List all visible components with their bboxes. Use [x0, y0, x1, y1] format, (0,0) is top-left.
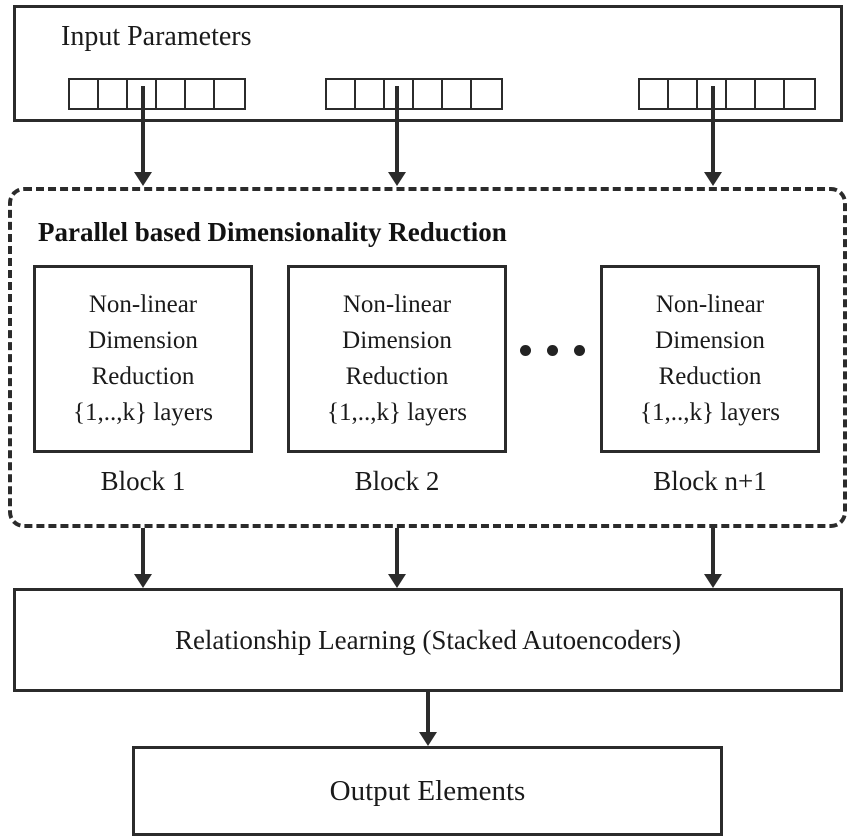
input-cell — [472, 80, 501, 108]
dot — [520, 345, 531, 356]
block-line: Reduction — [658, 363, 762, 390]
input-cell — [640, 80, 669, 108]
input-parameters-label: Input Parameters — [61, 21, 252, 52]
input-cell — [414, 80, 443, 108]
relationship-learning-box: Relationship Learning (Stacked Autoencod… — [13, 588, 843, 692]
block-line: {1,..,k} layers — [73, 399, 213, 426]
parallel-dimensionality-reduction-title: Parallel based Dimensionality Reduction — [38, 217, 507, 247]
output-elements-label: Output Elements — [329, 774, 526, 807]
input-cell — [99, 80, 128, 108]
block-line: Non-linear — [342, 291, 452, 318]
input-cell — [727, 80, 756, 108]
block-caption-2: Block 2 — [354, 466, 440, 496]
input-cell — [356, 80, 385, 108]
input-cell — [215, 80, 244, 108]
dot — [574, 345, 585, 356]
block-line: Dimension — [655, 327, 765, 354]
input-cell — [70, 80, 99, 108]
block-line: Reduction — [345, 363, 449, 390]
block-line: {1,..,k} layers — [640, 399, 780, 426]
input-cell — [669, 80, 698, 108]
dimension-reduction-block-1: Non-linear Dimension Reduction {1,..,k} … — [33, 265, 253, 453]
block-caption-3: Block n+1 — [653, 466, 767, 496]
input-cell — [157, 80, 186, 108]
relationship-learning-label: Relationship Learning (Stacked Autoencod… — [174, 624, 682, 655]
block-line: {1,..,k} layers — [327, 399, 467, 426]
input-cell — [785, 80, 814, 108]
dot — [547, 345, 558, 356]
dimension-reduction-block-3: Non-linear Dimension Reduction {1,..,k} … — [600, 265, 820, 453]
input-cell-group-2 — [325, 78, 503, 110]
block-line: Dimension — [88, 327, 198, 354]
input-cell-group-3 — [638, 78, 816, 110]
input-cell — [327, 80, 356, 108]
input-cell — [385, 80, 414, 108]
block-line: Non-linear — [655, 291, 765, 318]
block-caption-1: Block 1 — [100, 466, 186, 496]
block-line: Reduction — [91, 363, 195, 390]
input-cell — [443, 80, 472, 108]
input-parameters-box: Input Parameters — [13, 5, 843, 122]
block-line: Dimension — [342, 327, 452, 354]
input-cell-group-1 — [68, 78, 246, 110]
ellipsis-dots — [520, 345, 612, 356]
output-elements-box: Output Elements — [132, 746, 723, 836]
input-cell — [186, 80, 215, 108]
block-line: Non-linear — [88, 291, 198, 318]
dimension-reduction-block-2: Non-linear Dimension Reduction {1,..,k} … — [287, 265, 507, 453]
input-cell — [756, 80, 785, 108]
